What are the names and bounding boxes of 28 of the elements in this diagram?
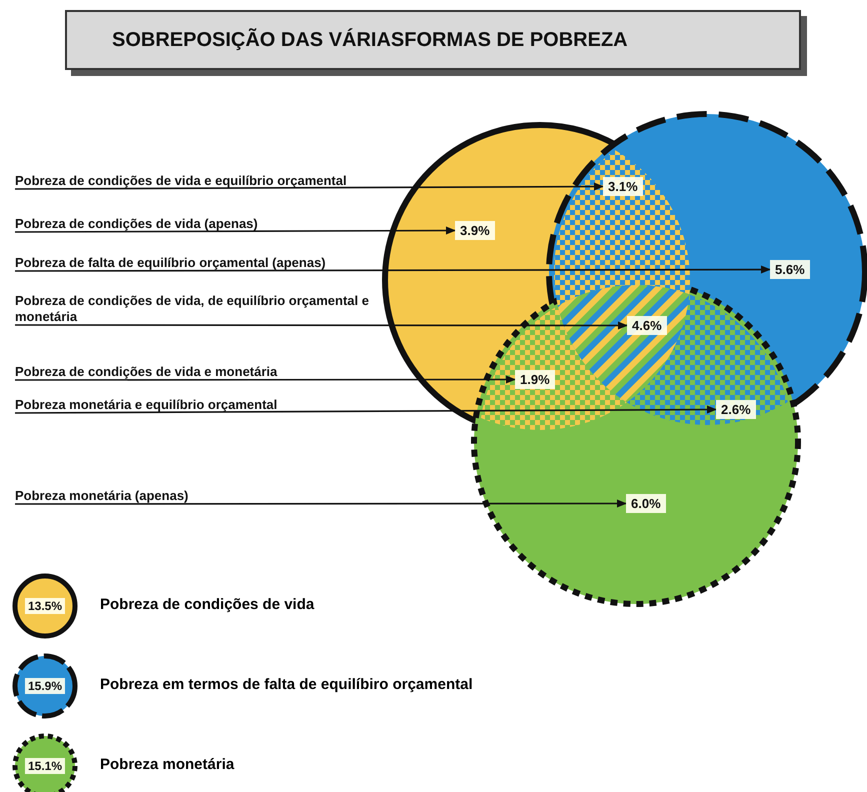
description-label: Pobreza de condições de vida (100, 596, 314, 613)
percentage-label: 6.0% (626, 494, 666, 513)
percentage-label: 3.1% (603, 177, 643, 196)
percentage-label: 15.1% (24, 758, 66, 774)
description-label: Pobreza em termos de falta de equilíbiro orçamental (100, 676, 473, 693)
category-label: Pobreza de condições de vida e monetária (15, 364, 375, 380)
percentage-label: 1.9% (515, 370, 555, 389)
arrow (15, 226, 456, 235)
category-label: Pobreza de falta de equilíbrio orçamental (apenas) (15, 255, 435, 271)
percentage-label: 5.6% (770, 260, 810, 279)
arrow (15, 376, 516, 384)
percentage-label: 3.9% (455, 221, 495, 240)
category-label: Pobreza de condições de vida e equilíbrio orçamental (15, 173, 495, 189)
percentage-label: 2.6% (716, 400, 756, 419)
category-label: Pobreza monetária e equilíbrio orçamental (15, 397, 375, 413)
arrow (15, 322, 628, 330)
title: SOBREPOSIÇÃO DAS VÁRIASFORMAS DE POBREZA (112, 28, 628, 52)
percentage-label: 15.9% (24, 678, 66, 694)
arrow (15, 266, 771, 274)
percentage-label: 13.5% (24, 598, 66, 614)
arrow (15, 500, 627, 508)
percentage-label: 4.6% (627, 316, 667, 335)
description-label: Pobreza monetária (100, 756, 234, 773)
category-label: Pobreza monetária (apenas) (15, 488, 315, 504)
category-label: Pobreza de condições de vida (apenas) (15, 216, 315, 232)
arrow (15, 182, 604, 191)
arrow (15, 406, 717, 414)
category-label: Pobreza de condições de vida, de equilíbrio orçamental e monetária (15, 293, 395, 325)
